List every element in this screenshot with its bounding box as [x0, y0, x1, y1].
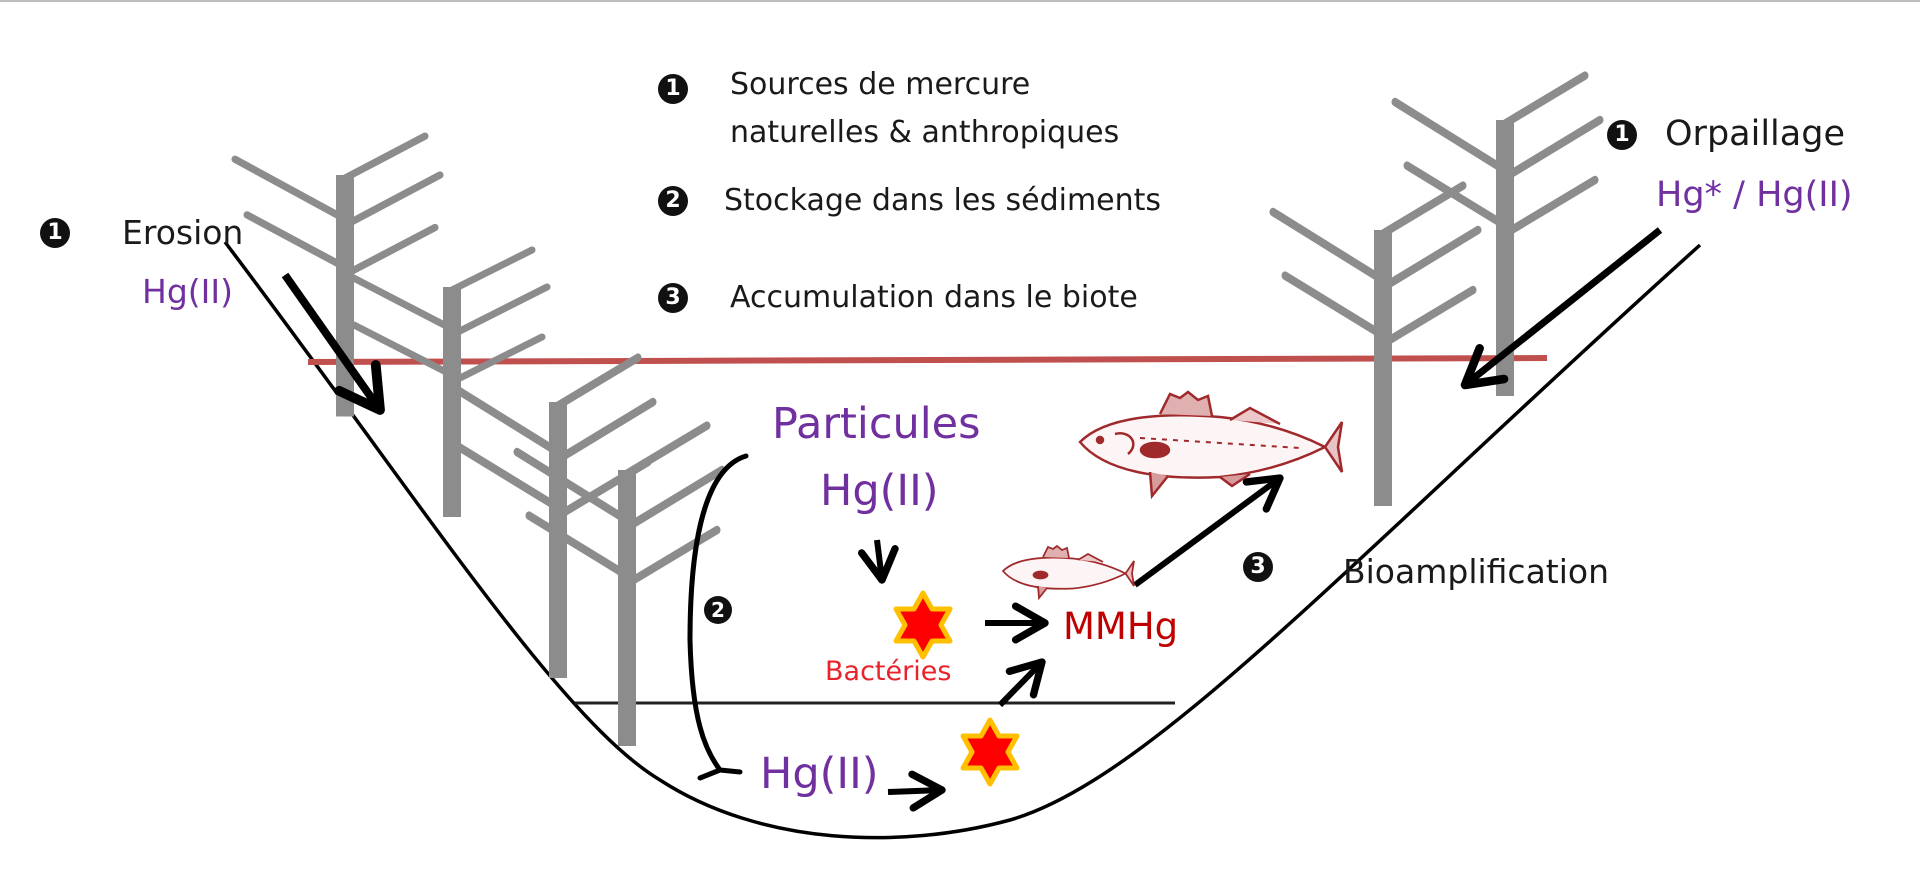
fish-icon — [1078, 390, 1344, 500]
bioamplification-label: Bioamplification — [1343, 552, 1610, 591]
erosion-species-label: Hg(II) — [142, 272, 233, 311]
legend-item-sources-line2: naturelles & anthropiques — [730, 115, 1120, 150]
legend-item-accumulation: Accumulation dans le biote — [730, 280, 1138, 315]
legend-number-badge: 3 — [658, 283, 688, 313]
particles-species-label: Hg(II) — [820, 466, 939, 516]
six-point-star-icon — [960, 717, 1020, 787]
particles-label: Particules — [772, 399, 981, 449]
orpaillage-label: Orpaillage — [1665, 114, 1845, 154]
fish-icon — [1001, 544, 1135, 601]
sediment-species-label: Hg(II) — [760, 749, 879, 799]
erosion-arrow — [281, 272, 385, 415]
bioamplification-arrow — [1133, 474, 1284, 588]
legend-number-badge: 1 — [658, 74, 688, 104]
orpaillage-species-label: Hg* / Hg(II) — [1656, 175, 1853, 215]
top-border — [0, 0, 1920, 2]
particles-to-bacteria-arrow — [858, 539, 899, 584]
erosion-label: Erosion — [122, 213, 244, 252]
tree-icon — [1273, 186, 1478, 506]
orpaillage-number-badge: 1 — [1607, 120, 1637, 150]
hg-to-bacteria-arrow — [887, 770, 946, 812]
sediment-bacteria-to-mmhg-arrow — [997, 658, 1046, 708]
valley-profile — [223, 240, 1702, 840]
water-surface-line — [307, 355, 1548, 365]
six-point-star-icon — [893, 590, 953, 660]
legend-number-badge: 2 — [658, 186, 688, 216]
sediment-storage-arrow — [687, 453, 749, 781]
tree-icon — [342, 250, 547, 517]
orpaillage-arrow — [1460, 227, 1663, 390]
sediment-storage-number-badge: 2 — [704, 596, 732, 624]
tree-icon — [1395, 76, 1600, 396]
tree-icon — [235, 136, 440, 416]
erosion-number-badge: 1 — [40, 218, 70, 248]
mmhg-label: MMHg — [1063, 605, 1179, 648]
legend-item-sources-line1: Sources de mercure — [730, 67, 1031, 102]
legend-item-storage: Stockage dans les sédiments — [724, 183, 1162, 218]
bacteria-label: Bactéries — [825, 656, 952, 687]
bioamplification-number-badge: 3 — [1243, 552, 1273, 582]
